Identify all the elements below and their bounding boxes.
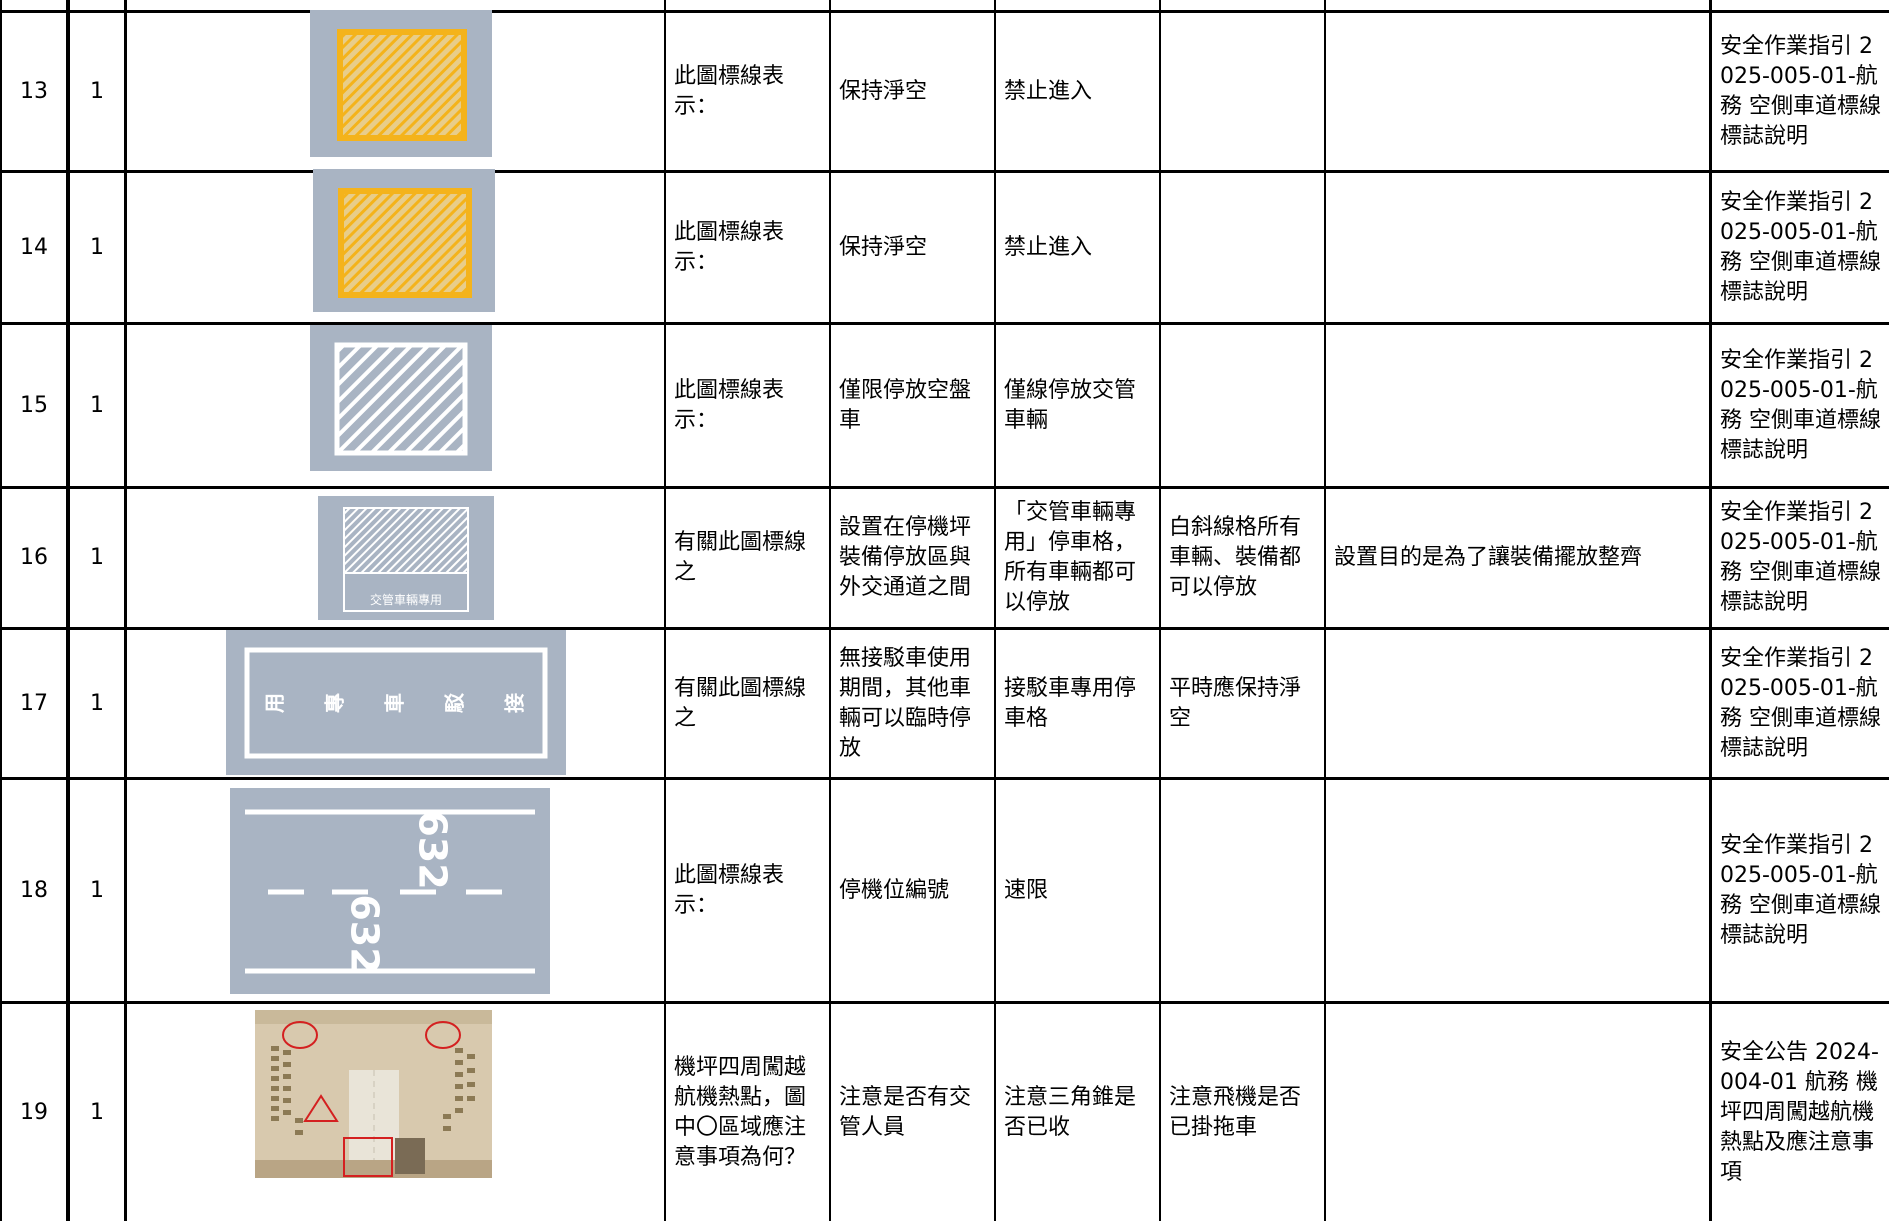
source-reference: 安全作業指引 2025-005-01-航務 空側車道標線標誌說明 — [1720, 33, 1881, 149]
option-c — [1161, 325, 1324, 486]
shuttle-char: 用 — [263, 693, 287, 713]
note — [1326, 630, 1709, 777]
shuttle-char: 駁 — [443, 692, 467, 714]
row-number: 19 — [20, 1099, 48, 1125]
shuttle-char: 接 — [503, 693, 527, 713]
option-b: 禁止進入 — [1004, 234, 1093, 260]
option-a: 停機位編號 — [839, 877, 950, 903]
shuttle-char: 車 — [383, 693, 407, 713]
grid-line — [66, 0, 70, 1221]
shuttle-char: 專 — [323, 693, 347, 713]
note: 設置目的是為了讓裝備擺放整齊 — [1334, 545, 1643, 570]
grid-line — [124, 0, 127, 1221]
white-hatched-box-image — [310, 325, 492, 471]
question-text: 有關此圖標線之 — [674, 675, 807, 731]
grid-line — [664, 0, 666, 1221]
option-c: 注意飛機是否已掛拖車 — [1169, 1084, 1302, 1140]
option-a: 注意是否有交管人員 — [839, 1084, 972, 1140]
option-c: 平時應保持淨空 — [1169, 675, 1302, 731]
option-a: 設置在停機坪裝備停放區與外交通道之間 — [839, 515, 972, 600]
option-a: 保持淨空 — [839, 78, 928, 104]
yellow-hatched-box-image — [313, 169, 495, 312]
row-number: 18 — [20, 877, 48, 903]
grid-line — [829, 0, 831, 1221]
question-text: 此圖標線表示： — [674, 862, 785, 918]
shuttle-parking-image: 用 專 車 駁 接 — [226, 630, 566, 775]
option-a: 保持淨空 — [839, 234, 928, 260]
stand-number-lower: 632 — [343, 894, 387, 973]
row-quantity: 1 — [90, 234, 104, 260]
grid-line — [1709, 0, 1712, 1221]
source-reference: 安全作業指引 2025-005-01-航務 空側車道標線標誌說明 — [1720, 832, 1881, 948]
question-text: 此圖標線表示： — [674, 63, 785, 119]
option-b: 禁止進入 — [1004, 78, 1093, 104]
traffic-control-parking-image: 交管車輛專用 — [318, 496, 494, 620]
source-reference: 安全作業指引 2025-005-01-航務 空側車道標線標誌說明 — [1720, 500, 1881, 615]
row-quantity: 1 — [90, 877, 104, 903]
source-reference: 安全作業指引 2025-005-01-航務 空側車道標線標誌說明 — [1720, 189, 1881, 305]
note — [1326, 1004, 1709, 1221]
row-number: 13 — [20, 78, 48, 104]
row-number: 17 — [20, 690, 48, 716]
note — [1326, 780, 1709, 1001]
source-reference: 安全公告 2024-004-01 航務 機坪四周闖越航機熱點及應注意事項 — [1720, 1039, 1879, 1185]
row-quantity: 1 — [90, 392, 104, 418]
grid-line — [0, 0, 2, 1221]
question-text: 機坪四周闖越航機熱點，圖中〇區域應注意事項為何？ — [674, 1054, 807, 1170]
stand-number-upper: 632 — [411, 810, 455, 889]
note — [1326, 325, 1709, 486]
option-c — [1161, 780, 1324, 1001]
grid-line — [0, 486, 1889, 489]
yellow-hatched-box-image — [310, 10, 492, 157]
option-c: 白斜線格所有車輛、裝備都可以停放 — [1169, 515, 1302, 600]
option-c — [1161, 173, 1324, 322]
source-reference: 安全作業指引 2025-005-01-航務 空側車道標線標誌說明 — [1720, 645, 1881, 761]
option-a: 無接駁車使用期間，其他車輛可以臨時停放 — [839, 645, 972, 761]
option-b: 速限 — [1004, 877, 1049, 903]
row-quantity: 1 — [90, 78, 104, 104]
grid-line — [0, 1001, 1889, 1004]
option-b: 「交管車輛專用」停車格，所有車輛都可以停放 — [1004, 500, 1137, 615]
note — [1326, 13, 1709, 170]
grid-line — [0, 170, 1889, 173]
option-b: 接駁車專用停車格 — [1004, 675, 1137, 731]
grid-line — [0, 627, 1889, 630]
grid-line — [1324, 0, 1326, 1221]
grid-line — [0, 322, 1889, 325]
stand-number-image: 632 632 — [230, 788, 550, 994]
row-quantity: 1 — [90, 545, 104, 570]
apron-aerial-photo — [255, 1010, 492, 1178]
note — [1326, 173, 1709, 322]
option-c — [1161, 13, 1324, 170]
row-quantity: 1 — [90, 1099, 104, 1125]
question-text: 此圖標線表示： — [674, 377, 785, 433]
option-b: 注意三角錐是否已收 — [1004, 1084, 1137, 1140]
grid-line — [994, 0, 996, 1221]
question-text: 有關此圖標線之 — [674, 530, 807, 585]
parking-sign-label: 交管車輛專用 — [370, 592, 442, 607]
option-a: 僅限停放空盤車 — [839, 377, 972, 433]
row-quantity: 1 — [90, 690, 104, 716]
row-number: 15 — [20, 392, 48, 418]
grid-line — [0, 10, 1889, 13]
grid-line — [1159, 0, 1161, 1221]
grid-line — [0, 777, 1889, 780]
option-b: 僅線停放交管車輛 — [1004, 377, 1137, 433]
row-number: 16 — [20, 545, 48, 570]
question-text: 此圖標線表示： — [674, 219, 785, 275]
row-number: 14 — [20, 234, 48, 260]
source-reference: 安全作業指引 2025-005-01-航務 空側車道標線標誌說明 — [1720, 347, 1881, 463]
